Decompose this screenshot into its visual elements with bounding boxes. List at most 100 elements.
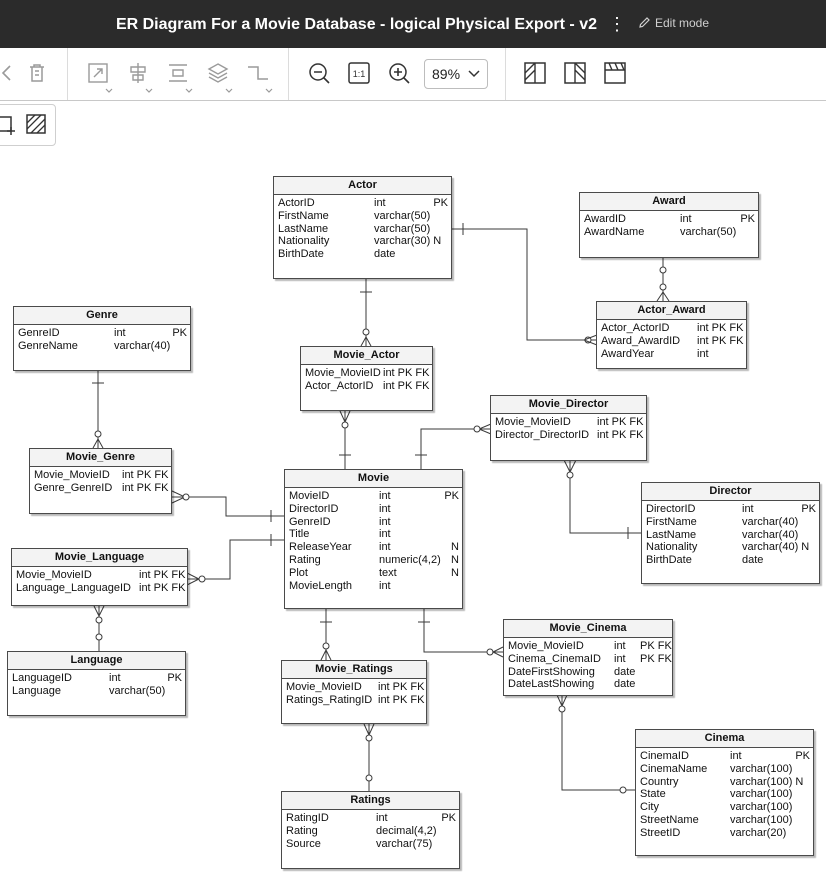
attribute-name: Rating bbox=[286, 824, 318, 837]
fill-right-icon[interactable] bbox=[562, 60, 588, 86]
expand-icon[interactable] bbox=[85, 60, 111, 86]
fill-top-icon[interactable] bbox=[602, 60, 628, 86]
layers-icon[interactable] bbox=[205, 60, 231, 86]
attribute-name: MovieID bbox=[289, 490, 330, 502]
attribute-name: Nationality bbox=[646, 541, 698, 554]
chevron-left-icon[interactable] bbox=[0, 60, 20, 86]
delete-icon[interactable] bbox=[24, 60, 50, 86]
add-entity-icon[interactable] bbox=[0, 113, 19, 137]
zoom-select[interactable]: 89% bbox=[424, 59, 488, 89]
fill-left-icon[interactable] bbox=[522, 60, 548, 86]
distribute-icon[interactable] bbox=[165, 60, 191, 86]
attribute-key: PK bbox=[167, 672, 182, 684]
kebab-menu-icon[interactable]: ⋮ bbox=[608, 14, 626, 34]
connector-icon[interactable] bbox=[245, 60, 271, 86]
attribute-name: Title bbox=[289, 528, 310, 541]
attribute-type: int bbox=[614, 640, 626, 652]
attribute-type: int bbox=[379, 515, 391, 528]
chevron-down-icon[interactable] bbox=[105, 88, 113, 94]
entity-title: Movie bbox=[285, 470, 462, 488]
add-hatched-entity-icon[interactable] bbox=[25, 113, 49, 137]
edit-mode-button[interactable]: Edit mode bbox=[638, 15, 709, 35]
chevron-down-icon[interactable] bbox=[185, 88, 193, 94]
actual-size-button[interactable]: 1:1 bbox=[346, 60, 372, 86]
chevron-down-icon[interactable] bbox=[145, 88, 153, 94]
chevron-down-icon[interactable] bbox=[225, 88, 233, 94]
chevron-down-icon[interactable] bbox=[265, 88, 273, 94]
attribute-type: varchar(100) bbox=[730, 788, 793, 801]
zoom-out-icon[interactable] bbox=[306, 60, 332, 86]
zoom-in-icon[interactable] bbox=[386, 60, 412, 86]
align-center-icon[interactable] bbox=[125, 60, 151, 86]
entity-title: Actor bbox=[274, 177, 451, 195]
attribute-name: ActorID bbox=[278, 197, 315, 209]
